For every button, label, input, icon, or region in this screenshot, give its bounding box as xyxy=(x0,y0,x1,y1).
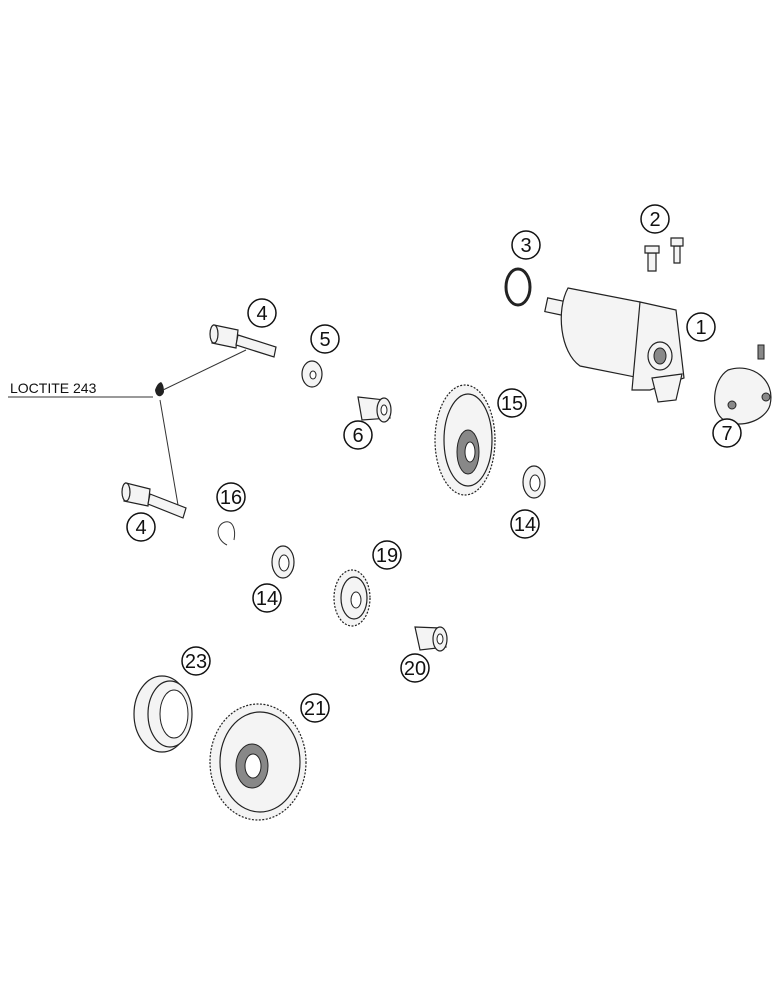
callout-number: 20 xyxy=(404,658,426,680)
callout-circle xyxy=(310,324,340,354)
callout-circle xyxy=(686,312,716,342)
callout-number: 16 xyxy=(220,487,242,509)
part-6-sleeve xyxy=(357,396,392,423)
callout-c5: 5 xyxy=(310,324,340,354)
part-7-motor-cover xyxy=(714,344,772,425)
callout-c14a: 14 xyxy=(252,583,282,613)
part-19-gear xyxy=(333,569,371,627)
callout-number: 6 xyxy=(352,425,363,447)
callout-circle xyxy=(126,512,156,542)
part-1-starter-motor xyxy=(544,287,685,403)
callout-c15: 15 xyxy=(497,388,527,418)
callout-circle xyxy=(181,646,211,676)
callout-c20: 20 xyxy=(400,653,430,683)
part-4-bolt-upper xyxy=(209,324,277,358)
callout-c6: 6 xyxy=(343,420,373,450)
callout-number: 4 xyxy=(135,517,146,539)
callout-c1: 1 xyxy=(686,312,716,342)
callout-circle xyxy=(511,230,541,260)
callout-circle xyxy=(510,509,540,539)
part-4-bolt-lower xyxy=(121,482,187,519)
callout-number: 19 xyxy=(376,545,398,567)
part-20-sleeve xyxy=(414,626,448,652)
callout-number: 21 xyxy=(304,698,326,720)
callout-circle xyxy=(712,418,742,448)
callout-c2: 2 xyxy=(640,204,670,234)
callout-circle xyxy=(497,388,527,418)
callout-circle xyxy=(300,693,330,723)
callout-c7: 7 xyxy=(712,418,742,448)
loctite-note: LOCTITE 243 xyxy=(8,349,247,506)
callout-number: 7 xyxy=(721,423,732,445)
loctite-label: LOCTITE 243 xyxy=(10,380,97,396)
part-21-starter-gear xyxy=(209,703,307,821)
part-16-circlip xyxy=(217,521,236,546)
callout-number: 5 xyxy=(319,329,330,351)
callout-number: 3 xyxy=(520,235,531,257)
callout-circle xyxy=(252,583,282,613)
part-23-ring xyxy=(133,675,193,753)
callout-number: 4 xyxy=(256,303,267,325)
callout-c21: 21 xyxy=(300,693,330,723)
callout-number: 23 xyxy=(185,651,207,673)
callout-circle xyxy=(640,204,670,234)
callout-number: 15 xyxy=(501,393,523,415)
callout-c14b: 14 xyxy=(510,509,540,539)
callout-circle xyxy=(372,540,402,570)
part-15-intermediate-gear xyxy=(434,384,496,496)
callout-c19: 19 xyxy=(372,540,402,570)
callout-circle xyxy=(247,298,277,328)
callout-c16: 16 xyxy=(216,482,246,512)
callout-number: 14 xyxy=(514,514,536,536)
callout-c3: 3 xyxy=(511,230,541,260)
callout-circle xyxy=(400,653,430,683)
callout-number: 1 xyxy=(695,317,706,339)
callout-number: 14 xyxy=(256,588,278,610)
callout-circle xyxy=(343,420,373,450)
callout-circle xyxy=(216,482,246,512)
part-14-washer-left xyxy=(271,545,295,579)
callout-c23: 23 xyxy=(181,646,211,676)
callout-c4b: 4 xyxy=(126,512,156,542)
callout-c4a: 4 xyxy=(247,298,277,328)
part-3-o-ring xyxy=(504,267,532,307)
adhesive-drop-icon xyxy=(155,382,164,397)
part-5-washer xyxy=(301,360,323,388)
part-14-washer-right xyxy=(522,465,546,499)
callout-number: 2 xyxy=(649,209,660,231)
part-2-bolts xyxy=(644,237,684,272)
